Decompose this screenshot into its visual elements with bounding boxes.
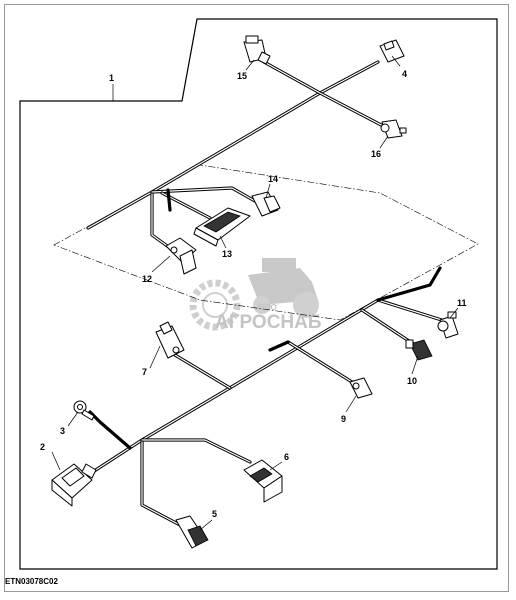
- callout-4: 4: [402, 69, 407, 79]
- callout-12: 12: [142, 274, 152, 284]
- callout-9: 9: [341, 414, 346, 424]
- callout-1: 1: [109, 73, 114, 83]
- leader-lines: [51, 55, 459, 531]
- callout-5: 5: [212, 509, 217, 519]
- callout-6: 6: [284, 452, 289, 462]
- connector-12: [165, 237, 197, 275]
- callout-15: 15: [237, 71, 247, 81]
- callout-13: 13: [222, 249, 232, 259]
- diagram-frame: [19, 18, 498, 570]
- callout-7: 7: [142, 367, 147, 377]
- connector-11: [437, 311, 459, 339]
- watermark-logo: ООО АГРОСНАБ: [189, 258, 322, 333]
- callout-3: 3: [60, 426, 65, 436]
- callout-11: 11: [457, 298, 467, 308]
- connector-6: [243, 459, 283, 503]
- drawing-code: ETN03078C02: [5, 577, 58, 586]
- lower-harness: [86, 266, 450, 527]
- connector-2: [51, 463, 97, 507]
- callout-14: 14: [268, 174, 278, 184]
- connector-15: [243, 35, 271, 65]
- connector-14: [251, 191, 281, 217]
- connector-9: [349, 377, 373, 399]
- connector-5: [175, 515, 209, 549]
- connector-7: [155, 321, 185, 359]
- connector-10: [405, 339, 433, 361]
- watermark-prefix: ООО: [258, 303, 277, 312]
- connector-3-ring-terminal: [73, 400, 95, 421]
- connector-16: [380, 119, 407, 139]
- callout-10: 10: [407, 376, 417, 386]
- connector-4: [379, 39, 405, 63]
- connector-13: [193, 207, 251, 247]
- callout-2: 2: [40, 442, 45, 452]
- callout-16: 16: [371, 149, 381, 159]
- watermark-name: АГРОСНАБ: [215, 312, 322, 333]
- upper-harness: [86, 60, 387, 250]
- callout-labels: 1 2 3 4 5 6 7 9 10 11 12 13 14 15 16: [40, 69, 467, 519]
